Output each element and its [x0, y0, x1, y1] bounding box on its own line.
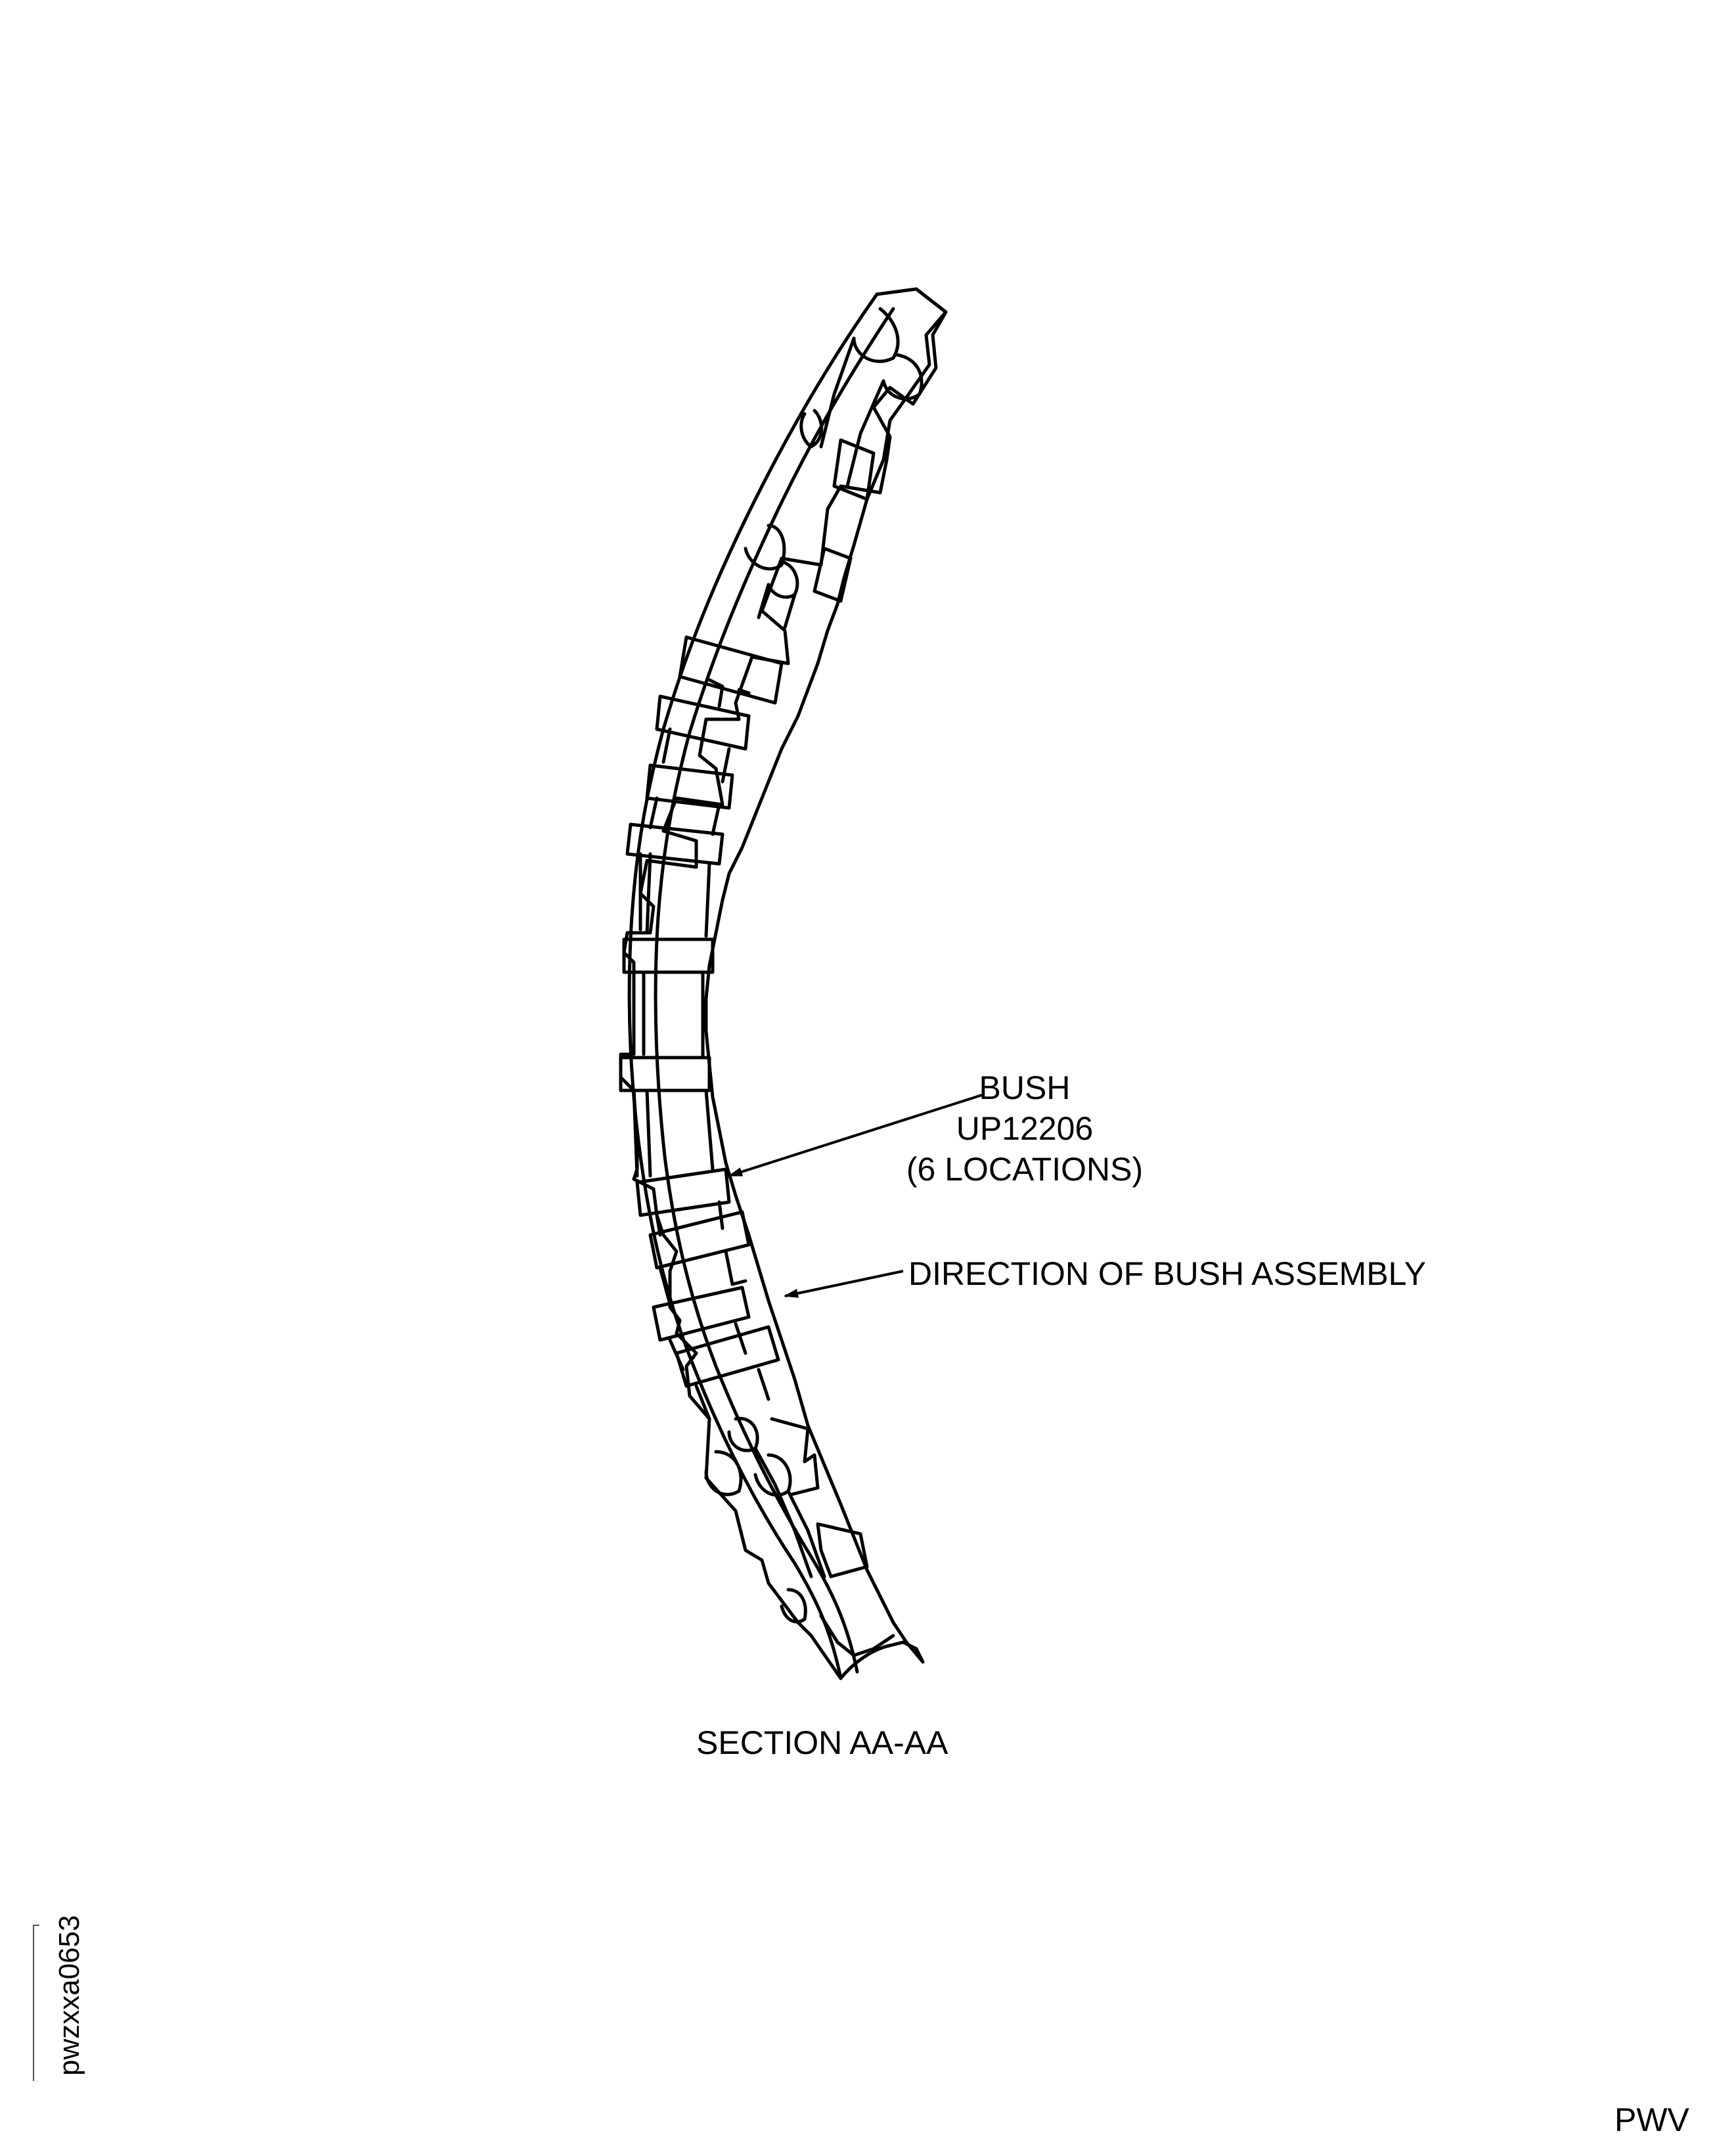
end-bottom [839, 1640, 925, 1680]
direction-callout: DIRECTION OF BUSH ASSEMBLY [908, 1255, 1427, 1292]
bush-3-body [648, 796, 721, 836]
bush-7 [635, 1167, 731, 1217]
bush-2-body [661, 727, 731, 784]
rib-top-2 [757, 583, 797, 629]
bush-5 [622, 937, 715, 974]
pocket-top-4 [744, 524, 786, 571]
bush-callout: BUSH UP12206 (6 LOCATIONS) [893, 1067, 1156, 1190]
bush-10-body [694, 1368, 770, 1421]
bush-1-body [707, 678, 751, 708]
bush-1 [678, 635, 784, 705]
tab-top-2 [812, 547, 853, 603]
bush-4-body [638, 852, 711, 938]
bush-8 [648, 1210, 751, 1270]
pocket-bottom-4 [780, 1588, 807, 1624]
bush-10 [675, 1325, 780, 1388]
bush-callout-part-number: UP12206 [956, 1110, 1094, 1147]
pocket-top-1 [852, 307, 900, 363]
bush-leader-arrow [728, 1094, 983, 1177]
tab-bottom-2 [816, 1522, 869, 1579]
pocket-bottom-1 [727, 1416, 759, 1452]
bush-6 [619, 1056, 711, 1092]
bush-9 [652, 1286, 751, 1342]
pocket-bottom-2 [704, 1450, 743, 1496]
bush-8-body [658, 1249, 747, 1306]
inner-contour [704, 287, 948, 1664]
pocket-top-3 [799, 409, 824, 449]
figure-id-bracket [33, 1925, 39, 2081]
rib-bottom-1 [753, 1446, 826, 1579]
page-code: PWV [1614, 2101, 1689, 2138]
bush-3 [645, 763, 734, 810]
rib-bottom-2 [819, 1614, 895, 1657]
skin-line [627, 292, 879, 1680]
skin-line-inner [654, 307, 895, 1674]
pocket-top-2 [881, 353, 924, 401]
direction-leader-arrow [784, 1270, 904, 1298]
section-title: SECTION AA-AA [696, 1724, 948, 1761]
bush-callout-line1: BUSH [979, 1069, 1071, 1106]
rib-top-1 [819, 336, 885, 488]
figure-id: pwzxxa0653 [53, 1915, 85, 2076]
bush-2 [655, 694, 751, 751]
bush-5-body [632, 970, 705, 1060]
bush-4 [625, 822, 724, 866]
tab-bottom-1 [770, 1417, 820, 1496]
bush-callout-locations: (6 LOCATIONS) [906, 1151, 1144, 1188]
bush-6-body [632, 1088, 715, 1178]
tab-top-1 [832, 438, 876, 501]
